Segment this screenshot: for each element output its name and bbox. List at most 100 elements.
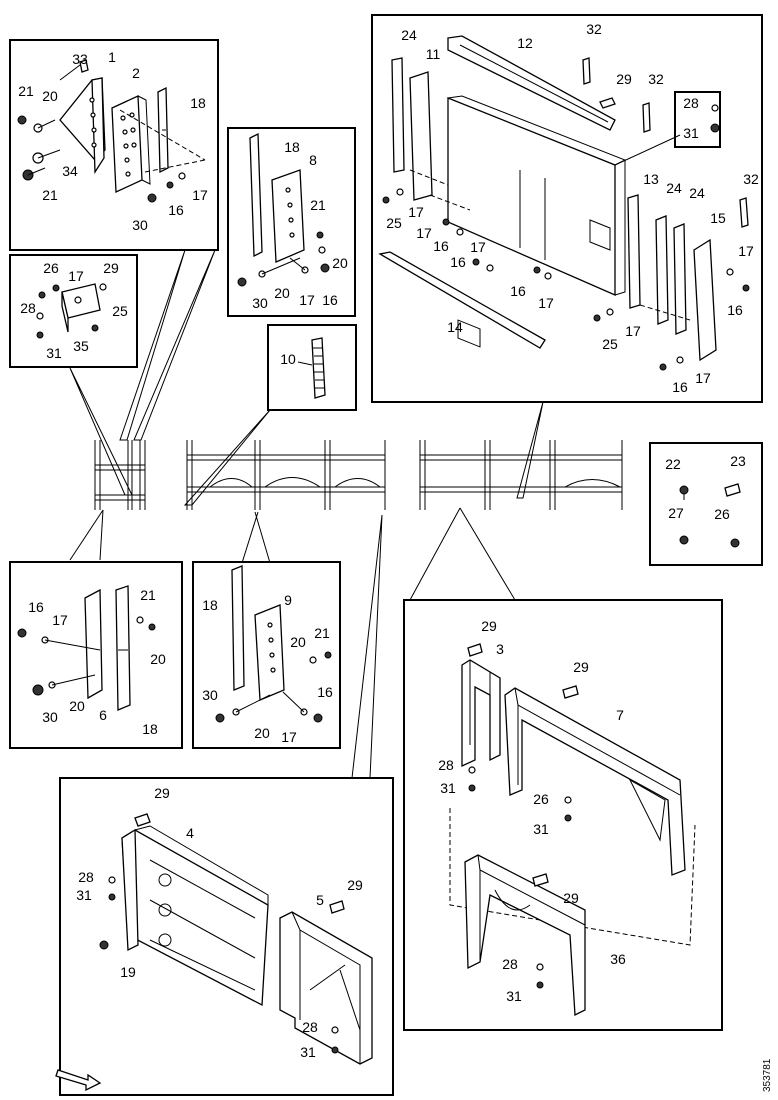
callout-label-17: 17 [52,612,68,628]
callout-label-16: 16 [510,283,526,299]
callout-label-20: 20 [274,285,290,301]
callout-label-12: 12 [517,35,533,51]
callout-label-18: 18 [202,597,218,613]
panel-top-left [9,39,219,251]
callout-label-28: 28 [683,95,699,111]
callout-label-15: 15 [710,210,726,226]
callout-label-20: 20 [69,698,85,714]
callout-label-20: 20 [42,88,58,104]
callout-label-20: 20 [254,725,270,741]
callout-label-23: 23 [730,453,746,469]
callout-label-18: 18 [190,95,206,111]
callout-label-16: 16 [727,302,743,318]
callout-label-29: 29 [563,890,579,906]
callout-leaders [69,249,544,779]
callout-label-21: 21 [18,83,34,99]
callout-label-24: 24 [666,180,682,196]
callout-label-16: 16 [28,599,44,615]
callout-label-25: 25 [602,336,618,352]
callout-label-25: 25 [386,215,402,231]
callout-label-30: 30 [132,217,148,233]
callout-label-28: 28 [302,1019,318,1035]
callout-label-16: 16 [317,684,333,700]
drawing-id: 353781 [762,1058,773,1092]
callout-label-28: 28 [438,757,454,773]
callout-label-1: 1 [108,49,116,65]
callout-label-18: 18 [284,139,300,155]
callout-label-20: 20 [290,634,306,650]
panel-bottom-right [403,599,723,1031]
callout-label-35: 35 [73,338,89,354]
callout-label-31: 31 [533,821,549,837]
callout-label-13: 13 [643,171,659,187]
callout-label-17: 17 [408,204,424,220]
callout-label-16: 16 [168,202,184,218]
callout-label-5: 5 [316,892,324,908]
callout-label-28: 28 [502,956,518,972]
callout-label-17: 17 [192,187,208,203]
callout-label-21: 21 [140,587,156,603]
direction-arrow [55,1069,102,1092]
callout-label-27: 27 [668,505,684,521]
callout-label-21: 21 [314,625,330,641]
callout-label-34: 34 [62,163,78,179]
callout-label-28: 28 [78,869,94,885]
callout-label-17: 17 [538,295,554,311]
callout-label-33: 33 [72,51,88,67]
callout-label-36: 36 [610,951,626,967]
callout-label-4: 4 [186,825,194,841]
callout-label-32: 32 [648,71,664,87]
callout-label-7: 7 [616,707,624,723]
panel-mid-center [227,127,356,317]
callout-label-14: 14 [447,319,463,335]
callout-label-31: 31 [683,125,699,141]
callout-label-29: 29 [154,785,170,801]
callout-label-22: 22 [665,456,681,472]
callout-label-20: 20 [150,651,166,667]
callout-label-29: 29 [347,877,363,893]
callout-label-16: 16 [672,379,688,395]
callout-label-17: 17 [738,243,754,259]
callout-label-28: 28 [20,300,36,316]
frame-overview [94,440,623,510]
callout-label-18: 18 [142,721,158,737]
callout-label-32: 32 [743,171,759,187]
callout-label-20: 20 [332,255,348,271]
callout-label-31: 31 [46,345,62,361]
callout-label-17: 17 [281,729,297,745]
callout-label-31: 31 [440,780,456,796]
callout-label-24: 24 [689,185,705,201]
callout-label-29: 29 [616,71,632,87]
callout-label-25: 25 [112,303,128,319]
callout-label-24: 24 [401,27,417,43]
callout-label-17: 17 [695,370,711,386]
callout-label-11: 11 [426,46,441,62]
callout-label-3: 3 [496,641,504,657]
callout-label-16: 16 [322,292,338,308]
panel-mid-left [9,254,138,368]
panel-strip [267,324,357,411]
callout-label-32: 32 [586,21,602,37]
panel-lower-left [9,561,183,749]
callout-label-21: 21 [310,197,326,213]
callout-label-9: 9 [284,592,292,608]
callout-label-6: 6 [99,707,107,723]
callout-label-10: 10 [280,351,296,367]
callout-label-29: 29 [103,260,119,276]
callout-label-30: 30 [252,295,268,311]
callout-label-26: 26 [43,260,59,276]
callout-label-16: 16 [450,254,466,270]
callout-label-17: 17 [68,268,84,284]
callout-label-19: 19 [120,964,136,980]
callout-label-16: 16 [433,238,449,254]
callout-label-8: 8 [309,152,317,168]
callout-label-17: 17 [470,239,486,255]
callout-label-17: 17 [416,225,432,241]
callout-label-31: 31 [506,988,522,1004]
callout-label-31: 31 [300,1044,316,1060]
panel-bottom-left [59,777,394,1096]
callout-label-29: 29 [481,618,497,634]
panel-lower-center [192,561,341,749]
